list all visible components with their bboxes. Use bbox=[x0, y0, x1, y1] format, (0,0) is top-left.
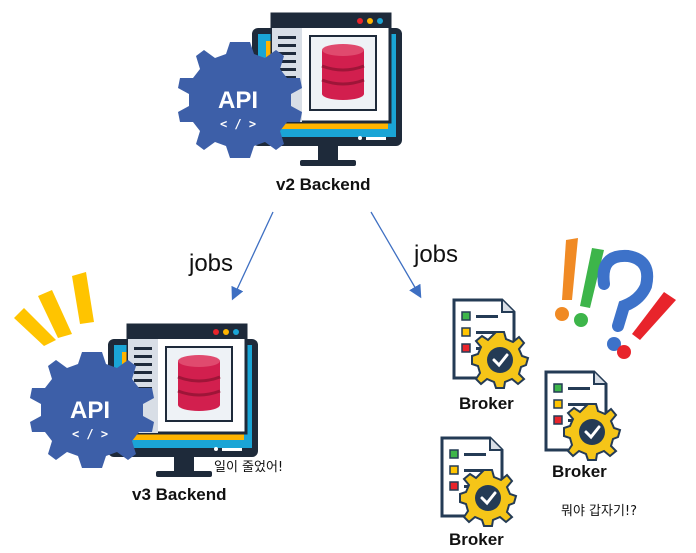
edge-label-v3: jobs bbox=[189, 250, 234, 277]
broker-1-label: Broker bbox=[459, 394, 514, 413]
edge-label-brokers: jobs bbox=[414, 241, 459, 268]
broker-comment: 뭐야 갑자기!? bbox=[561, 504, 638, 519]
v3-backend-node: API < / > bbox=[30, 323, 260, 479]
broker-2-icon bbox=[544, 370, 622, 462]
v2-api-code: < / > bbox=[220, 117, 256, 131]
v3-api-text: API bbox=[70, 397, 110, 424]
edge-v2-to-brokers bbox=[370, 211, 422, 299]
v3-api-code: < / > bbox=[72, 427, 108, 441]
v3-comment: 일이 줄었어! bbox=[214, 460, 284, 475]
v2-api-text: API bbox=[218, 87, 258, 114]
broker-3-label: Broker bbox=[449, 530, 504, 549]
broker-1-icon bbox=[452, 298, 530, 390]
surprise-marks-icon bbox=[555, 238, 676, 359]
v3-backend-label: v3 Backend bbox=[132, 485, 227, 504]
broker-3-icon bbox=[440, 436, 518, 528]
v2-backend-label: v2 Backend bbox=[276, 175, 371, 194]
edge-v2-to-v3 bbox=[231, 211, 274, 301]
burst-icon bbox=[14, 272, 94, 346]
broker-2-label: Broker bbox=[552, 462, 607, 481]
v2-backend-node: API < / > bbox=[178, 12, 404, 168]
